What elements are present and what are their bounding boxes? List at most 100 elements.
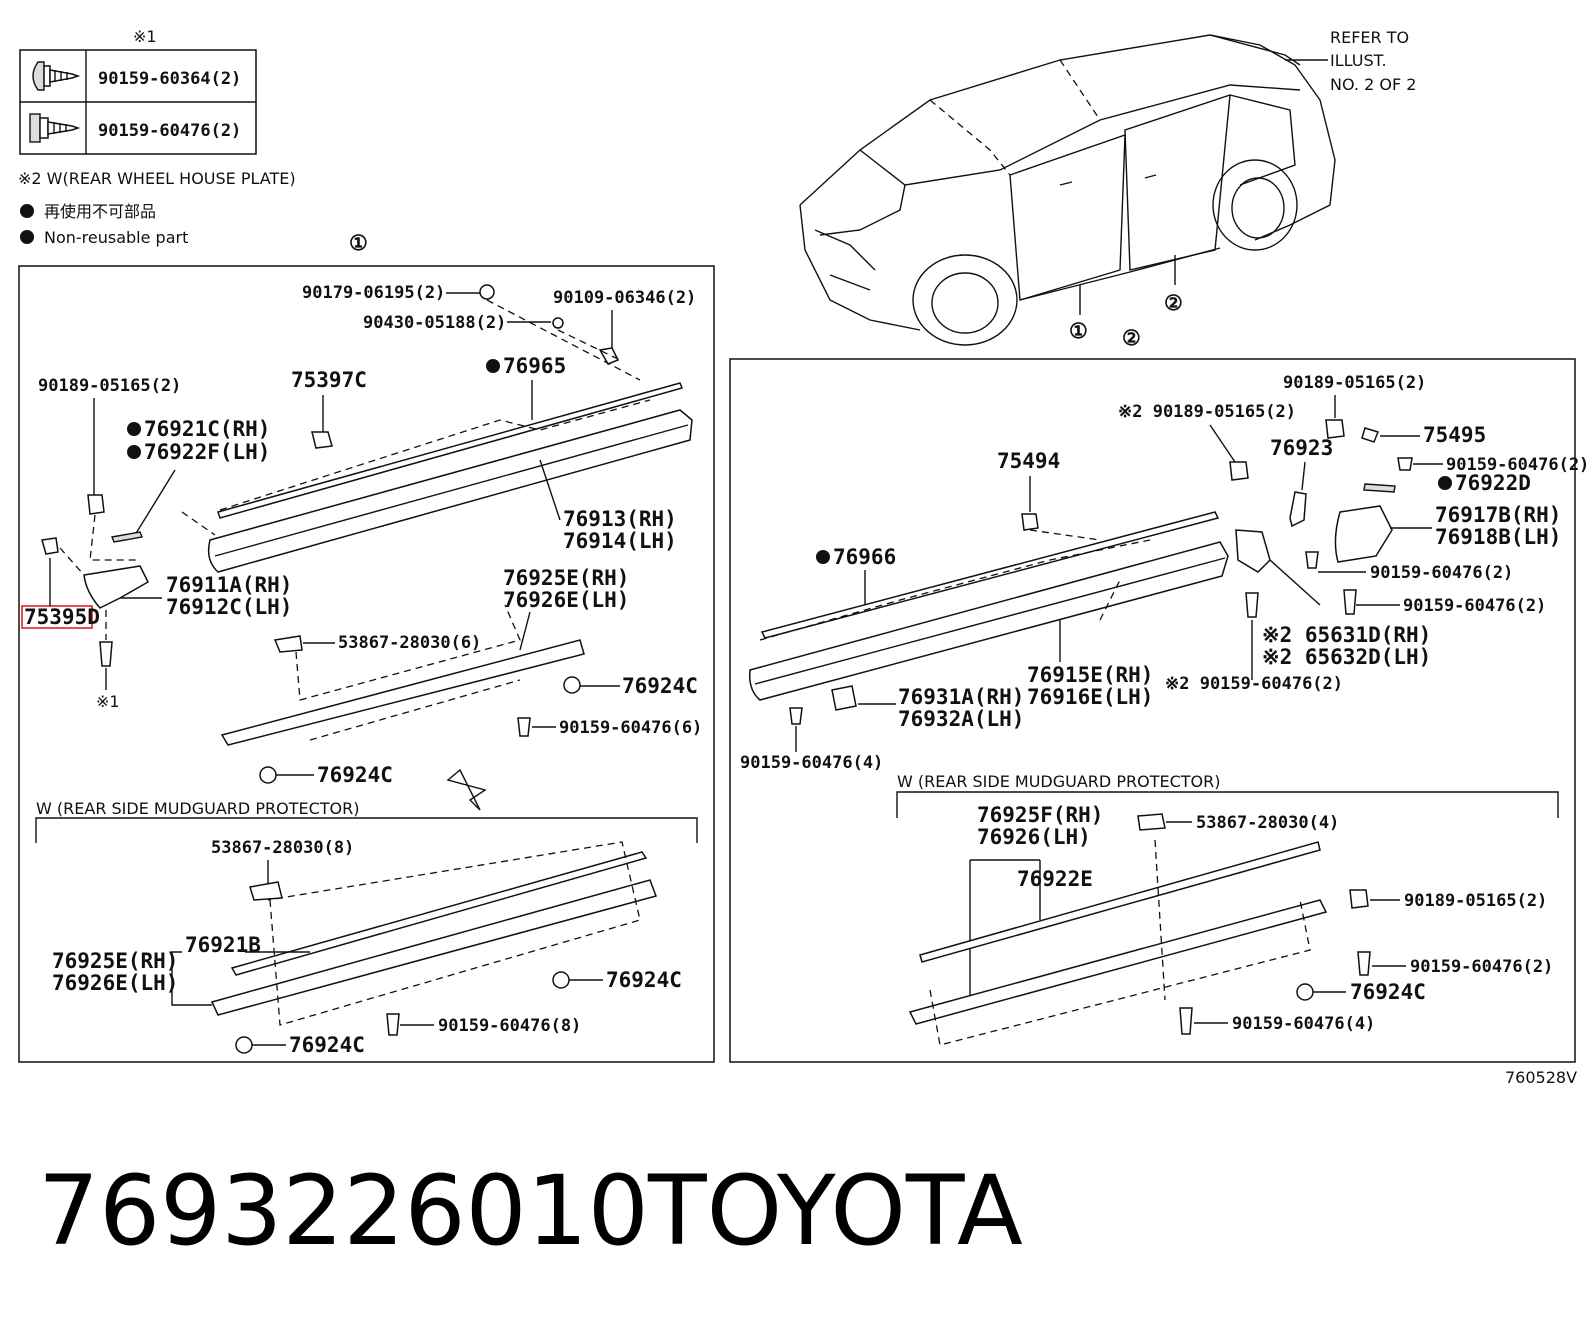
label-76932a: 76932A(LH) bbox=[898, 707, 1024, 731]
marker-two-vehicle: ② bbox=[1164, 291, 1183, 315]
fastener-part-1: 90159-60364(2) bbox=[98, 69, 241, 89]
label-76918b: 76918B(LH) bbox=[1435, 525, 1561, 549]
note-nonreusable-jp: 再使用不可部品 bbox=[44, 202, 156, 221]
label-76923: 76923 bbox=[1270, 436, 1333, 460]
screw-icon bbox=[99, 641, 113, 667]
panel-2-frame bbox=[729, 358, 1576, 1063]
nut-icon bbox=[259, 766, 277, 784]
nonreusable-dot-icon bbox=[127, 422, 141, 436]
fastener-part-2: 90159-60476(2) bbox=[98, 121, 241, 141]
panel-1-frame bbox=[18, 265, 715, 1063]
sub2-label-90159-a: 90159-60476(2) bbox=[1410, 957, 1553, 977]
label-90109: 90109-06346(2) bbox=[553, 288, 696, 308]
nut-icon bbox=[479, 284, 495, 300]
screw-icon bbox=[1179, 1007, 1193, 1035]
label-90159-a: 90159-60476(2) bbox=[1446, 455, 1589, 475]
label-90189-b: ※2 90189-05165(2) bbox=[1118, 402, 1296, 422]
flange-screw-icon bbox=[32, 61, 81, 91]
screw-icon bbox=[1305, 551, 1319, 569]
end-cap-76911 bbox=[83, 565, 149, 609]
clip-icon bbox=[1361, 427, 1379, 443]
clip-icon bbox=[1325, 419, 1345, 439]
label-90430: 90430-05188(2) bbox=[363, 313, 506, 333]
label-76915e: 76915E(RH) bbox=[1027, 663, 1153, 687]
label-76912c: 76912C(LH) bbox=[166, 595, 292, 619]
nonreusable-dot-icon bbox=[486, 359, 500, 373]
sub1-label-76926e: 76926E(LH) bbox=[52, 971, 178, 995]
sub2-label-90189: 90189-05165(2) bbox=[1404, 891, 1547, 911]
refer-line-2: ILLUST. bbox=[1330, 51, 1387, 70]
front-arrow-icon bbox=[446, 768, 487, 811]
footer-part-number: 7693226010 bbox=[38, 1155, 649, 1267]
sub2-label-76926: 76926(LH) bbox=[977, 825, 1091, 849]
label-76931a: 76931A(RH) bbox=[898, 685, 1024, 709]
label-53867: 53867-28030(6) bbox=[338, 633, 481, 653]
label-76911a: 76911A(RH) bbox=[166, 573, 292, 597]
clip-icon bbox=[273, 635, 303, 653]
label-65632d: ※2 65632D(LH) bbox=[1262, 645, 1431, 669]
washer-icon bbox=[552, 317, 564, 329]
sub1-label-76925e: 76925E(RH) bbox=[52, 949, 178, 973]
marker-one-panel: ① bbox=[349, 231, 368, 255]
label-90159-6: 90159-60476(6) bbox=[559, 718, 702, 738]
nonreusable-dot-icon bbox=[20, 230, 34, 244]
lower-guard-76925 bbox=[220, 604, 585, 746]
clip-icon bbox=[1021, 513, 1039, 531]
clip-icon bbox=[311, 431, 333, 449]
label-76924c-a: 76924C bbox=[622, 674, 698, 698]
bracket-icon bbox=[1289, 491, 1307, 528]
screw-icon bbox=[386, 1013, 400, 1036]
nonreusable-dot-icon bbox=[816, 550, 830, 564]
screw-icon bbox=[1357, 951, 1371, 976]
wheel-house-plate-65631 bbox=[1235, 529, 1271, 573]
label-76914: 76914(LH) bbox=[563, 529, 677, 553]
label-76917b: 76917B(RH) bbox=[1435, 503, 1561, 527]
sub1-label-90159: 90159-60476(8) bbox=[438, 1016, 581, 1036]
label-90189: 90189-05165(2) bbox=[38, 376, 181, 396]
hex-flange-screw-icon bbox=[29, 113, 81, 143]
rocker-molding-76913 bbox=[181, 382, 693, 573]
label-76966: 76966 bbox=[833, 545, 896, 569]
label-75495: 75495 bbox=[1423, 423, 1486, 447]
label-65631d: ※2 65631D(RH) bbox=[1262, 623, 1431, 647]
label-76925e: 76925E(RH) bbox=[503, 566, 629, 590]
clip-icon bbox=[249, 881, 283, 901]
label-76916e: 76916E(LH) bbox=[1027, 685, 1153, 709]
nonreusable-dot-icon bbox=[127, 445, 141, 459]
label-75397c: 75397C bbox=[291, 368, 367, 392]
note-nonreusable-en: Non-reusable part bbox=[44, 228, 188, 247]
sub2-header: W (REAR SIDE MUDGUARD PROTECTOR) bbox=[897, 772, 1220, 791]
screw-icon bbox=[789, 707, 803, 725]
label-75395d: 75395D bbox=[24, 605, 100, 629]
bracket-icon bbox=[831, 685, 857, 711]
nut-icon bbox=[552, 971, 570, 989]
label-90159-e: 90159-60476(4) bbox=[740, 753, 883, 773]
screw-icon bbox=[1343, 589, 1357, 615]
screw-icon bbox=[1245, 592, 1259, 618]
mudguard-protector-2 bbox=[908, 839, 1328, 1046]
vehicle-illustration bbox=[799, 34, 1336, 346]
table-header-mark: ※1 bbox=[133, 27, 157, 46]
label-90159-d: ※2 90159-60476(2) bbox=[1165, 674, 1343, 694]
clip-icon bbox=[87, 494, 105, 515]
sub1-label-53867: 53867-28030(8) bbox=[211, 838, 354, 858]
label-76921c: 76921C(RH) bbox=[144, 417, 270, 441]
mudflap-76917 bbox=[1334, 505, 1393, 563]
sub2-label-76925f: 76925F(RH) bbox=[977, 803, 1103, 827]
refer-line-1: REFER TO bbox=[1330, 28, 1409, 47]
label-76965: 76965 bbox=[503, 354, 566, 378]
sub2-label-90159-b: 90159-60476(4) bbox=[1232, 1014, 1375, 1034]
label-76922f: 76922F(LH) bbox=[144, 440, 270, 464]
screw-icon bbox=[1397, 457, 1413, 471]
nut-icon bbox=[563, 676, 581, 694]
sub1-label-76921b: 76921B bbox=[185, 933, 261, 957]
sub1-label-76924c-a: 76924C bbox=[606, 968, 682, 992]
label-76922d: 76922D bbox=[1455, 471, 1531, 495]
label-90179: 90179-06195(2) bbox=[302, 283, 445, 303]
label-76913: 76913(RH) bbox=[563, 507, 677, 531]
footer-brand: TOYOTA bbox=[647, 1155, 1023, 1267]
marker-one-vehicle: ① bbox=[1069, 319, 1088, 343]
nonreusable-dot-icon bbox=[1438, 476, 1452, 490]
sub1-header: W (REAR SIDE MUDGUARD PROTECTOR) bbox=[36, 799, 359, 818]
